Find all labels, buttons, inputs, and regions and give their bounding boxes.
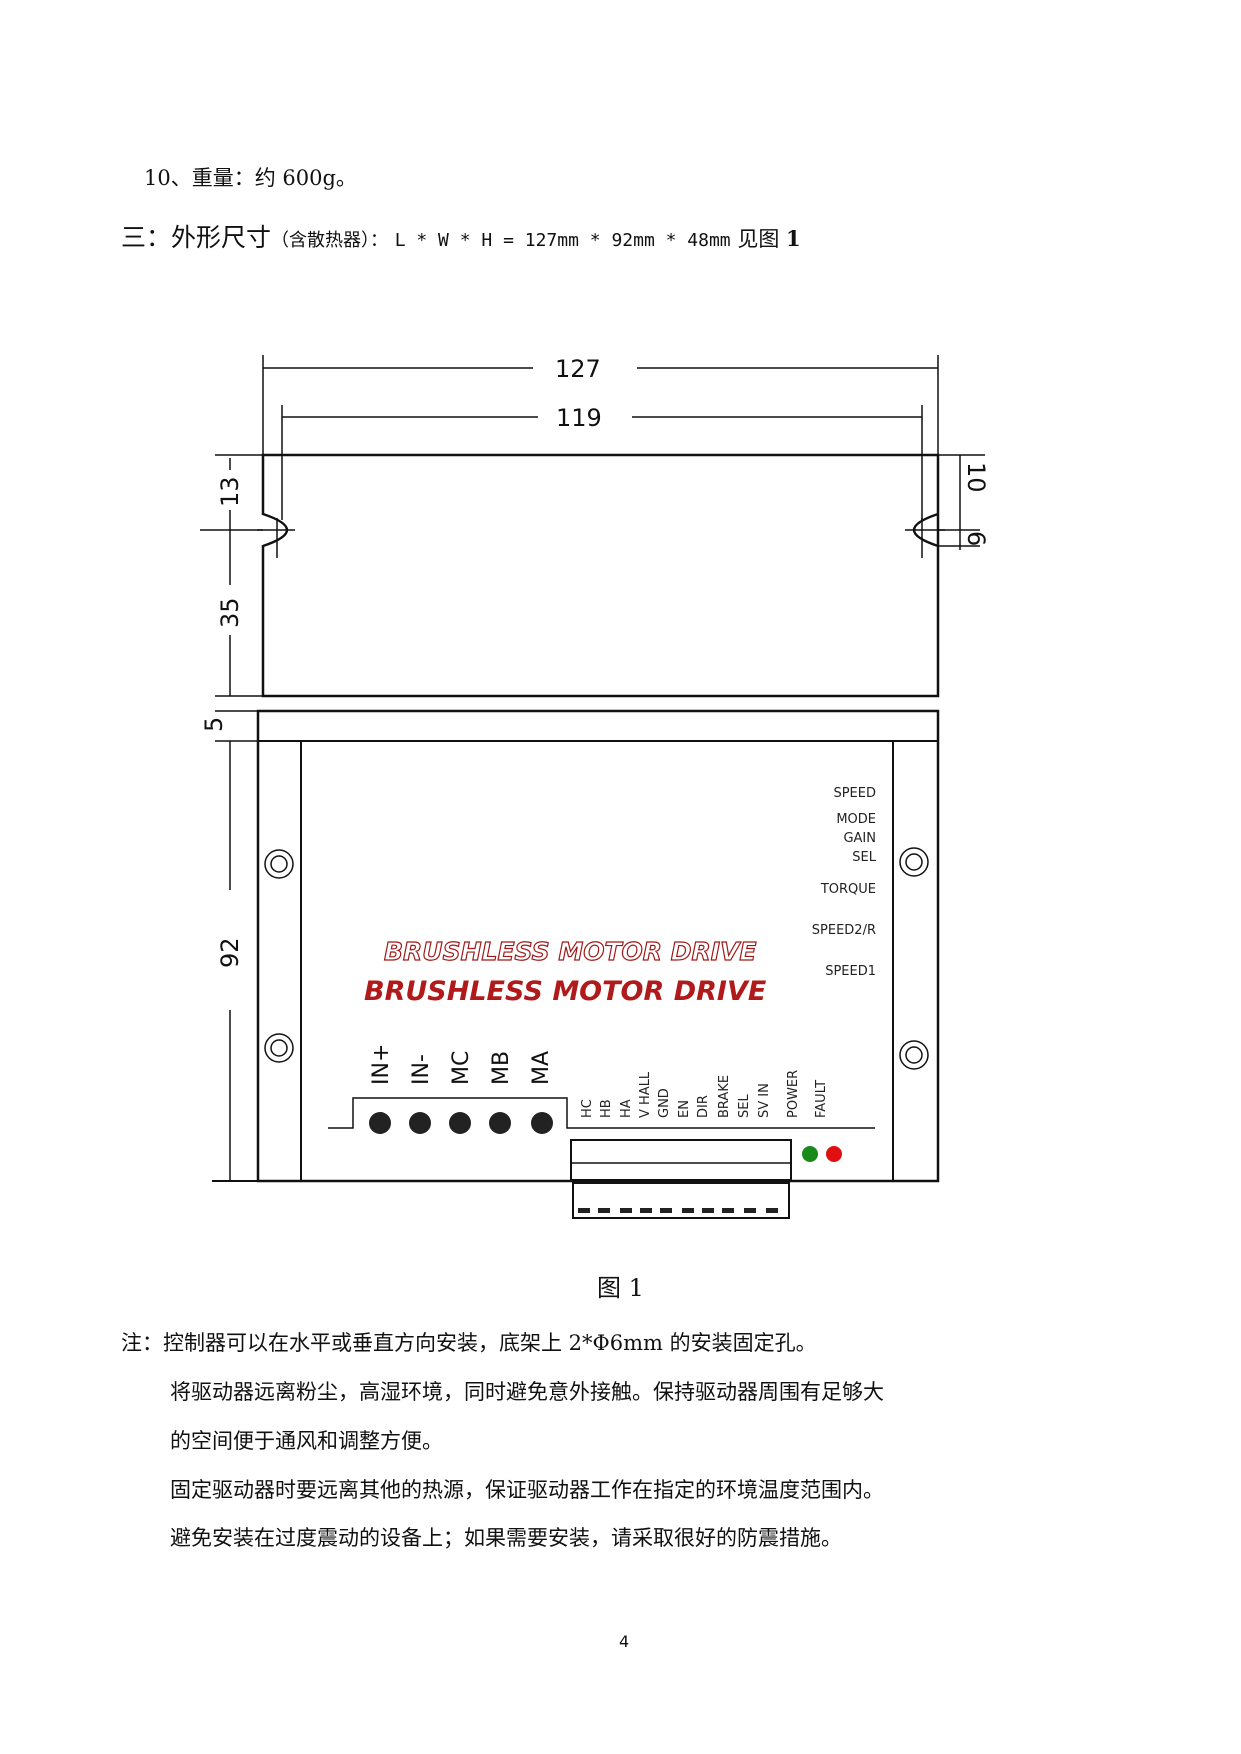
- port-label: IN-: [409, 1054, 434, 1085]
- terminal-label: BRAKE: [717, 1075, 732, 1118]
- weight-spec: 10、重量：约 600g。: [144, 166, 357, 190]
- switch-label: MODE: [836, 812, 876, 827]
- dim-6: 6: [962, 531, 990, 546]
- heading-fig: 1: [786, 226, 801, 251]
- fault-led: [826, 1146, 842, 1162]
- heading-title: 三：外形尺寸: [121, 223, 272, 252]
- page-number: 4: [619, 1632, 630, 1651]
- brand-outline: BRUSHLESS MOTOR DRIVE: [384, 937, 757, 966]
- switch-label: SEL: [852, 850, 876, 865]
- terminal-label: HC: [580, 1099, 595, 1118]
- led-label-fault: FAULT: [814, 1080, 829, 1118]
- port-label: MC: [449, 1051, 474, 1085]
- terminal-label: SEL: [737, 1094, 752, 1118]
- dim-119: 119: [556, 404, 602, 432]
- terminal-label: HA: [619, 1099, 634, 1118]
- figure-caption: 图 1: [597, 1274, 644, 1302]
- terminal-label: V HALL: [638, 1071, 653, 1118]
- note-line: 避免安装在过度震动的设备上；如果需要安装，请采取很好的防震措施。: [170, 1526, 842, 1550]
- dim-127: 127: [555, 355, 601, 383]
- heading-formula: L * W * H = 127mm * 92mm * 48mm: [394, 230, 731, 251]
- dim-13: 13: [216, 476, 244, 507]
- heading-see: 见图: [737, 227, 780, 251]
- terminal-label: HB: [599, 1099, 614, 1118]
- note-line: 固定驱动器时要远离其他的热源，保证驱动器工作在指定的环境温度范围内。: [170, 1478, 884, 1502]
- terminal-label: SV IN: [757, 1083, 772, 1118]
- terminal-label: GND: [657, 1088, 672, 1118]
- port-label: MB: [489, 1051, 514, 1085]
- note-line: 的空间便于通风和调整方便。: [170, 1429, 443, 1453]
- led-label-power: POWER: [786, 1070, 801, 1118]
- switch-label: SPEED1: [825, 964, 876, 979]
- note-line: 将驱动器远离粉尘，高湿环境，同时避免意外接触。保持驱动器周围有足够大: [170, 1380, 884, 1404]
- port-label: IN+: [369, 1044, 394, 1085]
- switch-label: SPEED: [833, 786, 876, 801]
- switch-label: SPEED2/R: [812, 923, 876, 938]
- power-led: [802, 1146, 818, 1162]
- dimensions-heading: 三：外形尺寸（含散热器）： L * W * H = 127mm * 92mm *…: [121, 218, 801, 254]
- dim-35: 35: [216, 597, 244, 628]
- dim-10: 10: [962, 462, 990, 493]
- dim-5: 5: [200, 717, 228, 732]
- switch-label: GAIN: [843, 831, 876, 846]
- terminal-label: DIR: [696, 1095, 711, 1118]
- port-label: MA: [529, 1051, 554, 1085]
- dim-92: 92: [216, 937, 244, 968]
- heading-paren: （含散热器）：: [271, 230, 389, 251]
- note-line: 注：控制器可以在水平或垂直方向安装，底架上 2*Φ6mm 的安装固定孔。: [121, 1331, 817, 1355]
- terminal-label: EN: [677, 1100, 692, 1118]
- brand-title: BRUSHLESS MOTOR DRIVE: [364, 976, 767, 1007]
- switch-label: TORQUE: [820, 882, 876, 897]
